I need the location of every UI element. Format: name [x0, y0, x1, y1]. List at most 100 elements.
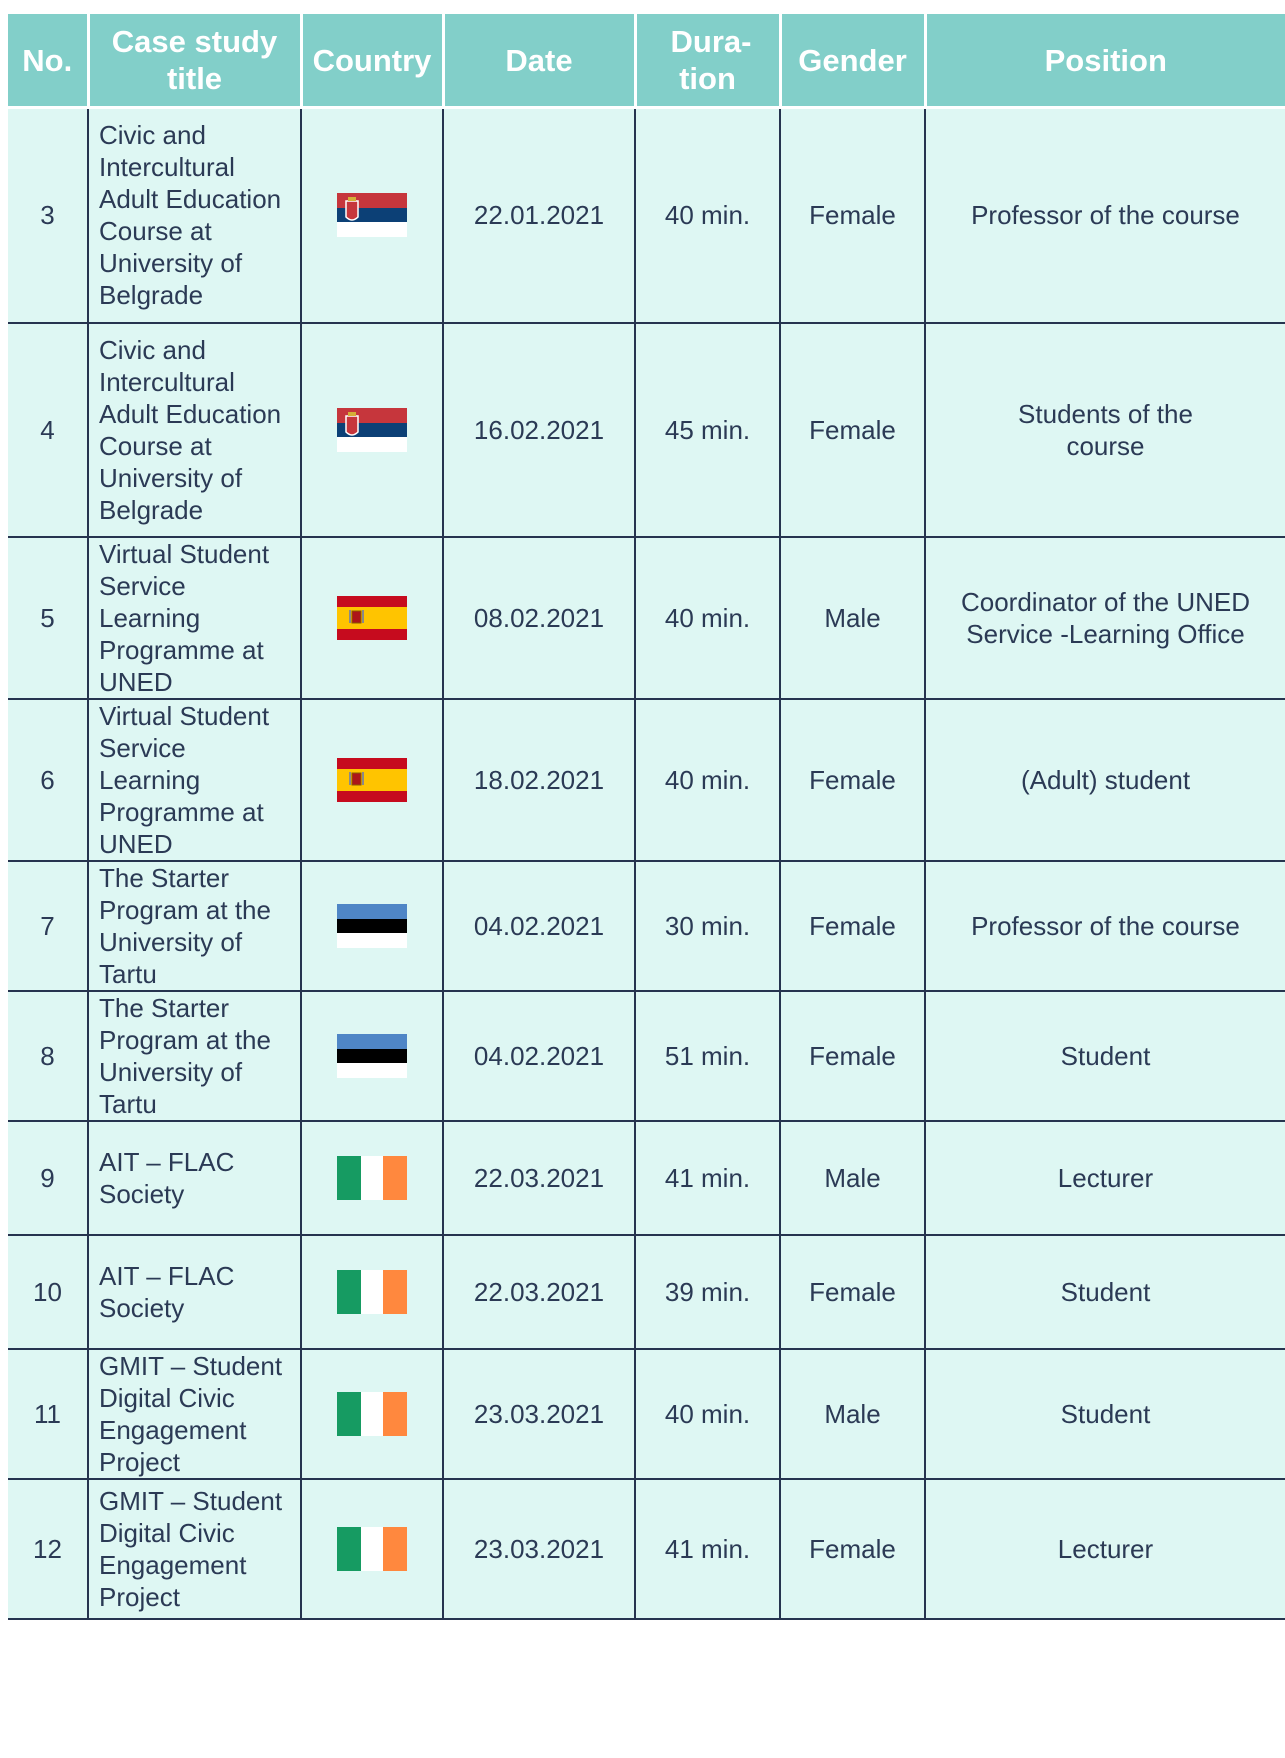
cell-country — [300, 1233, 444, 1350]
cell-title: Virtual Student Service Learning Program… — [87, 535, 302, 700]
cell-gender: Male — [779, 1119, 926, 1236]
cell-country — [300, 107, 444, 324]
ireland-flag-icon — [337, 1155, 407, 1200]
cell-no: 7 — [8, 859, 89, 992]
cell-duration: 41 min. — [634, 1477, 781, 1620]
serbia-flag-icon — [337, 407, 407, 452]
cell-position: Professor of the course — [924, 107, 1285, 324]
cell-country — [300, 859, 444, 992]
case-study-table: No. Case study title Country Date Dura-t… — [8, 14, 1285, 1620]
cell-no: 11 — [8, 1347, 89, 1480]
cell-duration: 45 min. — [634, 321, 781, 538]
cell-duration: 30 min. — [634, 859, 781, 992]
cell-duration: 40 min. — [634, 697, 781, 862]
cell-duration: 40 min. — [634, 535, 781, 700]
cell-position: Student — [924, 989, 1285, 1122]
cell-title: GMIT – Student Digital Civic Engagement … — [87, 1347, 302, 1480]
cell-title: The Starter Program at the University of… — [87, 859, 302, 992]
cell-gender: Female — [779, 697, 926, 862]
cell-position: Coordinator of the UNED Service -Learnin… — [924, 535, 1285, 700]
cell-gender: Female — [779, 1233, 926, 1350]
cell-country — [300, 1347, 444, 1480]
cell-no: 9 — [8, 1119, 89, 1236]
cell-country — [300, 1477, 444, 1620]
header-country: Country — [299, 14, 443, 109]
cell-gender: Female — [779, 321, 926, 538]
cell-date: 23.03.2021 — [442, 1477, 636, 1620]
cell-title: AIT – FLAC Society — [87, 1119, 302, 1236]
estonia-flag-icon — [337, 903, 407, 948]
cell-no: 3 — [8, 107, 89, 324]
table-row: 6 Virtual Student Service Learning Progr… — [8, 697, 1285, 862]
table-row: 4 Civic and Intercultural Adult Educatio… — [8, 321, 1285, 538]
cell-date: 16.02.2021 — [442, 321, 636, 538]
header-no: No. — [8, 14, 88, 109]
table-row: 3 Civic and Intercultural Adult Educatio… — [8, 107, 1285, 324]
header-position: Position — [923, 14, 1285, 109]
header-date: Date — [441, 14, 635, 109]
cell-position: Students of the course — [924, 321, 1285, 538]
header-duration: Dura-tion — [633, 14, 780, 109]
cell-gender: Male — [779, 1347, 926, 1480]
table-row: 8 The Starter Program at the University … — [8, 989, 1285, 1122]
cell-date: 08.02.2021 — [442, 535, 636, 700]
cell-country — [300, 321, 444, 538]
cell-date: 23.03.2021 — [442, 1347, 636, 1480]
cell-country — [300, 535, 444, 700]
table-row: 5 Virtual Student Service Learning Progr… — [8, 535, 1285, 700]
case-study-table-container: No. Case study title Country Date Dura-t… — [8, 14, 1285, 1620]
cell-position: Student — [924, 1347, 1285, 1480]
header-row: No. Case study title Country Date Dura-t… — [8, 14, 1285, 109]
cell-position: Lecturer — [924, 1477, 1285, 1620]
cell-no: 12 — [8, 1477, 89, 1620]
spain-flag-icon — [337, 757, 407, 802]
table-row: 7 The Starter Program at the University … — [8, 859, 1285, 992]
table-header: No. Case study title Country Date Dura-t… — [8, 14, 1285, 109]
cell-duration: 41 min. — [634, 1119, 781, 1236]
header-title: Case study title — [86, 14, 301, 109]
cell-title: Virtual Student Service Learning Program… — [87, 697, 302, 862]
cell-no: 8 — [8, 989, 89, 1122]
cell-duration: 40 min. — [634, 107, 781, 324]
cell-position: (Adult) student — [924, 697, 1285, 862]
cell-date: 18.02.2021 — [442, 697, 636, 862]
cell-title: The Starter Program at the University of… — [87, 989, 302, 1122]
ireland-flag-icon — [337, 1526, 407, 1571]
table-body: 3 Civic and Intercultural Adult Educatio… — [8, 107, 1285, 1620]
cell-title: AIT – FLAC Society — [87, 1233, 302, 1350]
estonia-flag-icon — [337, 1033, 407, 1078]
header-gender: Gender — [778, 14, 925, 109]
spain-flag-icon — [337, 595, 407, 640]
cell-gender: Female — [779, 1477, 926, 1620]
ireland-flag-icon — [337, 1391, 407, 1436]
table-row: 10 AIT – FLAC Society 22.03.2021 39 min.… — [8, 1233, 1285, 1350]
cell-date: 22.01.2021 — [442, 107, 636, 324]
cell-gender: Male — [779, 535, 926, 700]
cell-country — [300, 697, 444, 862]
cell-gender: Female — [779, 107, 926, 324]
cell-position: Professor of the course — [924, 859, 1285, 992]
cell-duration: 39 min. — [634, 1233, 781, 1350]
ireland-flag-icon — [337, 1269, 407, 1314]
cell-position: Lecturer — [924, 1119, 1285, 1236]
cell-country — [300, 989, 444, 1122]
cell-title: GMIT – Student Digital Civic Engagement … — [87, 1477, 302, 1620]
cell-title: Civic and Intercultural Adult Education … — [87, 321, 302, 538]
cell-country — [300, 1119, 444, 1236]
cell-date: 04.02.2021 — [442, 989, 636, 1122]
table-row: 11 GMIT – Student Digital Civic Engageme… — [8, 1347, 1285, 1480]
cell-date: 04.02.2021 — [442, 859, 636, 992]
cell-duration: 51 min. — [634, 989, 781, 1122]
cell-gender: Female — [779, 859, 926, 992]
cell-date: 22.03.2021 — [442, 1233, 636, 1350]
serbia-flag-icon — [337, 193, 407, 238]
table-row: 9 AIT – FLAC Society 22.03.2021 41 min. … — [8, 1119, 1285, 1236]
cell-no: 5 — [8, 535, 89, 700]
cell-duration: 40 min. — [634, 1347, 781, 1480]
table-row: 12 GMIT – Student Digital Civic Engageme… — [8, 1477, 1285, 1620]
cell-no: 4 — [8, 321, 89, 538]
cell-date: 22.03.2021 — [442, 1119, 636, 1236]
cell-no: 6 — [8, 697, 89, 862]
cell-no: 10 — [8, 1233, 89, 1350]
cell-position: Student — [924, 1233, 1285, 1350]
